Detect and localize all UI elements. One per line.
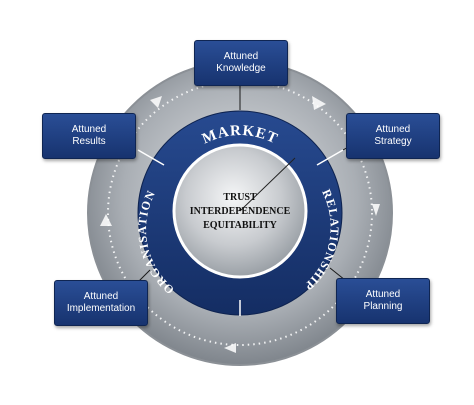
arrow-icon-top-left [150,96,162,108]
arrow-icon-right [372,204,380,216]
box-attuned-knowledge: Attuned Knowledge [194,40,288,86]
box-results-line1: Attuned [71,124,107,135]
box-attuned-strategy: Attuned Strategy [346,113,440,159]
band-divider-upper-left [137,149,165,166]
center-line-trust: TRUST [223,192,257,203]
box-results-line2: Results [72,136,106,147]
box-implementation-line2: Implementation [66,303,136,314]
center-line-equitability: EQUITABILITY [203,220,278,231]
arrow-icon-top-right [312,96,326,110]
arrow-icon-bottom [224,343,236,353]
box-knowledge-line2: Knowledge [216,63,266,74]
band-divider-upper-right [316,149,344,166]
box-attuned-planning: Attuned Planning [336,278,430,324]
center-line-interdependence: INTERDEPENDENCE [190,206,291,217]
hub-needle [239,157,296,212]
arrow-icon-left [100,214,112,226]
box-strategy-line1: Attuned [375,124,411,135]
box-implementation-line1: Attuned [83,291,119,302]
box-planning-line2: Planning [363,301,403,312]
box-strategy-line2: Strategy [374,136,412,147]
box-knowledge-line1: Attuned [223,51,259,62]
box-attuned-implementation: Attuned Implementation [54,280,148,326]
box-planning-line1: Attuned [365,289,401,300]
box-attuned-results: Attuned Results [42,113,136,159]
